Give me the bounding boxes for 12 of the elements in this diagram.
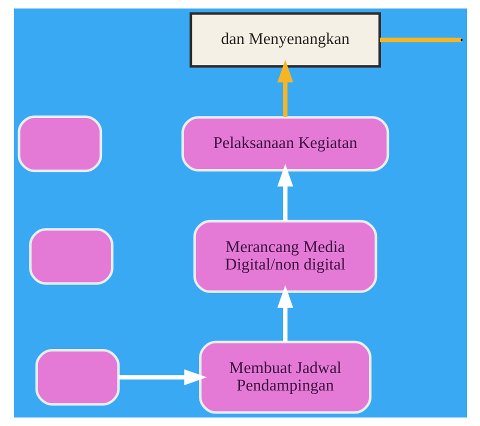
node-box xyxy=(28,228,113,285)
arrow xyxy=(276,285,293,342)
node-box xyxy=(17,115,102,172)
arrow xyxy=(118,369,206,386)
node-box: Membuat Jadwal Pendampingan xyxy=(198,340,371,414)
node-box: Merancang Media Digital/non digital xyxy=(192,220,377,293)
connector xyxy=(379,38,460,42)
node-box: Pelaksanaan Kegiatan xyxy=(180,116,389,172)
node-box: dan Menyenangkan xyxy=(189,12,380,68)
arrow xyxy=(276,164,293,221)
node-box xyxy=(34,348,120,406)
arrow xyxy=(276,60,293,117)
